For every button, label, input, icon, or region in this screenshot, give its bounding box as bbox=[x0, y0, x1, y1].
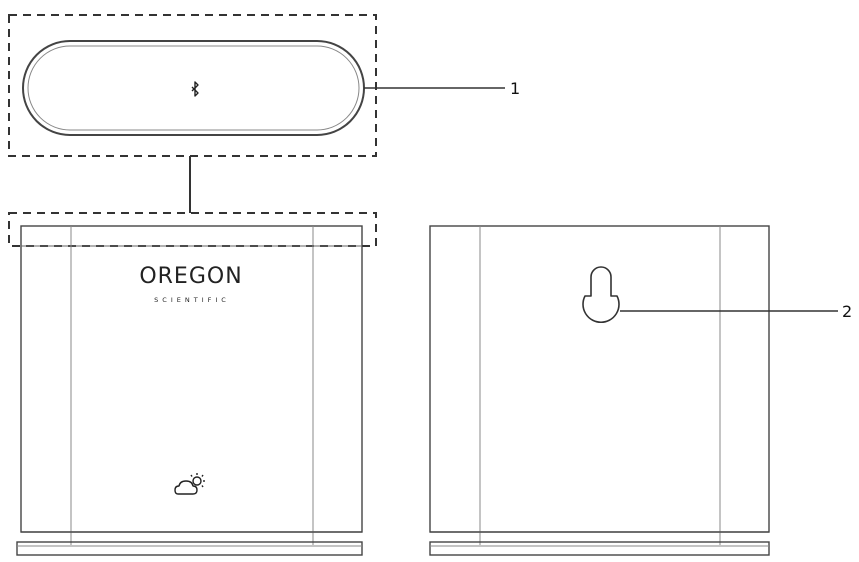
front-top-edge-highlight-box bbox=[8, 212, 377, 247]
bluetooth-icon bbox=[191, 81, 199, 97]
top-view-inner-pill bbox=[27, 45, 360, 131]
front-base-plate bbox=[16, 541, 363, 556]
callout-2-number: 2 bbox=[842, 302, 852, 321]
top-view bbox=[22, 40, 365, 136]
brand-logo: OREGON SCIENTIFIC bbox=[139, 264, 242, 304]
keyhole-wall-mount-icon bbox=[582, 266, 620, 323]
top-view-highlight-box bbox=[8, 14, 377, 157]
back-base-plate bbox=[429, 541, 770, 556]
front-view: OREGON SCIENTIFIC bbox=[8, 212, 377, 556]
brand-name-sub: SCIENTIFIC bbox=[154, 296, 230, 304]
callout-1-number: 1 bbox=[510, 79, 520, 98]
partly-sunny-weather-icon bbox=[174, 473, 205, 495]
brand-name-main: OREGON bbox=[139, 264, 242, 289]
back-view bbox=[429, 225, 770, 556]
